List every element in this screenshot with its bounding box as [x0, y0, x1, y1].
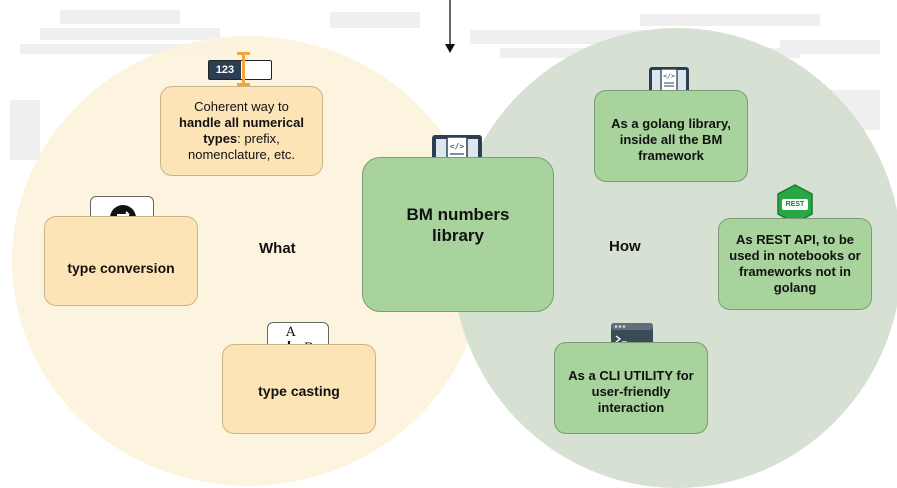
casting-a: A — [286, 325, 296, 340]
what-label: What — [259, 240, 296, 257]
numerical-types-box: Coherent way to handle all numerical typ… — [160, 86, 323, 176]
numerical-bold: handle all numerical types — [179, 115, 304, 146]
rest-bold: REST API, — [756, 232, 820, 247]
cli-post: for user-friendly interaction — [591, 368, 694, 415]
rest-post: to be used in notebooks or frameworks no… — [729, 232, 861, 295]
cli-pre: As a — [568, 368, 600, 383]
cli-utility-box: As a CLI UTILITY for user-friendly inter… — [554, 342, 708, 434]
numerical-post: : prefix, nomenclature, etc. — [188, 131, 295, 162]
type-casting-box: type casting — [222, 344, 376, 434]
type-casting-label: type casting — [258, 383, 340, 399]
center-title: BM numbers library — [406, 204, 510, 245]
how-label: How — [609, 238, 641, 255]
golang-post: inside all the BM framework — [619, 132, 723, 163]
cli-bold: CLI UTILITY — [599, 368, 673, 383]
bm-numbers-library-box: BM numbers library — [362, 157, 554, 312]
golang-bold: golang library, — [642, 116, 731, 131]
numeric-input-label: 123 — [209, 61, 241, 79]
rest-pre: As — [736, 232, 757, 247]
rest-api-box: As REST API, to be used in notebooks or … — [718, 218, 872, 310]
golang-library-icon: </> — [649, 67, 689, 108]
golang-pre: As a — [611, 116, 643, 131]
type-conversion-label: type conversion — [67, 260, 175, 276]
type-conversion-box: type conversion — [44, 216, 198, 306]
rest-badge-label: REST — [782, 199, 808, 210]
golang-library-box: As a golang library, inside all the BM f… — [594, 90, 748, 182]
down-arrow-icon — [445, 0, 455, 53]
numerical-pre: Coherent way to — [194, 99, 289, 114]
svg-text:</>: </> — [450, 142, 465, 151]
svg-text:</>: </> — [663, 72, 675, 80]
numeric-input-icon: 123 — [208, 52, 274, 86]
